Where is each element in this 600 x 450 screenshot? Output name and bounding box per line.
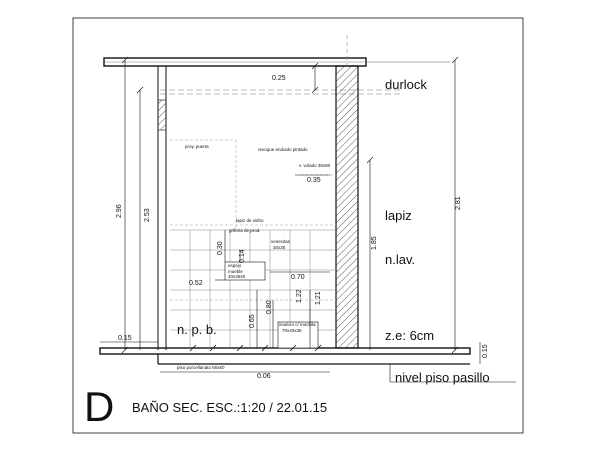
note-espejo: espejo	[228, 263, 242, 268]
dim-030: 0.30	[217, 241, 224, 255]
sheet-caption: BAÑO SEC. ESC.:1:20 / 22.01.15	[132, 400, 327, 415]
sheet-letter: D	[84, 383, 114, 430]
note-piso: piso porcellanato 60x60	[177, 365, 225, 370]
right-wall	[335, 65, 359, 349]
dim-052: 0.52	[189, 280, 203, 287]
dim-121: 1.21	[315, 291, 322, 305]
toilet-tank	[277, 321, 319, 349]
durlock-line	[160, 89, 400, 95]
note-venecitas: venecitas	[271, 239, 291, 244]
note-lapiz-vidrio: lapiz de vidrio	[236, 218, 264, 223]
dim-296: 2.96	[116, 204, 123, 218]
note-venecitas-size: 30x30	[273, 245, 286, 250]
note-mueble: mueble	[228, 269, 243, 274]
left-wall	[157, 66, 167, 350]
note-revoque: revoque enduido pintado	[258, 147, 308, 152]
dim-253: 2.53	[144, 208, 151, 222]
dim-025: 0.25	[272, 75, 286, 82]
sheet-frame	[72, 17, 524, 434]
note-voladizo: v. volado 35x90	[299, 163, 331, 168]
note-inodoro-size: 70x40x35	[282, 328, 302, 333]
dim-185: 1.85	[371, 236, 378, 250]
dim-065: 0.65	[249, 314, 256, 328]
dim-015-right: 0.15	[482, 344, 489, 358]
dim-014: 0.14	[239, 249, 246, 263]
dimension-lines	[121, 56, 481, 373]
floor-ticks	[189, 344, 322, 352]
vanity-cabinet	[224, 261, 266, 281]
dim-070: 0.70	[291, 274, 305, 281]
label-ze: z.e: 6cm	[385, 328, 434, 343]
dim-281: 2.81	[455, 196, 462, 210]
dim-015-left: 0.15	[118, 335, 132, 342]
label-lapiz: lapiz	[385, 208, 412, 223]
note-inodoro: inodoro c/ mochila	[279, 322, 316, 327]
label-nlav: n.lav.	[385, 252, 415, 267]
label-nivel-piso: nivel piso pasillo	[395, 370, 490, 385]
label-npb: n. p. b.	[177, 322, 217, 337]
note-griferia: griferia de prod.	[229, 228, 261, 233]
dim-006: 0.06	[257, 373, 271, 380]
dim-035: 0.35	[307, 177, 321, 184]
ceiling-slab	[103, 57, 450, 67]
note-proy-puerta: proy. puerta	[185, 144, 209, 149]
dim-122: 1.22	[296, 289, 303, 303]
dim-080: 0.80	[266, 300, 273, 314]
label-durlock: durlock	[385, 77, 427, 92]
nivel-leader	[389, 364, 516, 383]
note-mueble-size: 40x35x8	[228, 274, 246, 279]
